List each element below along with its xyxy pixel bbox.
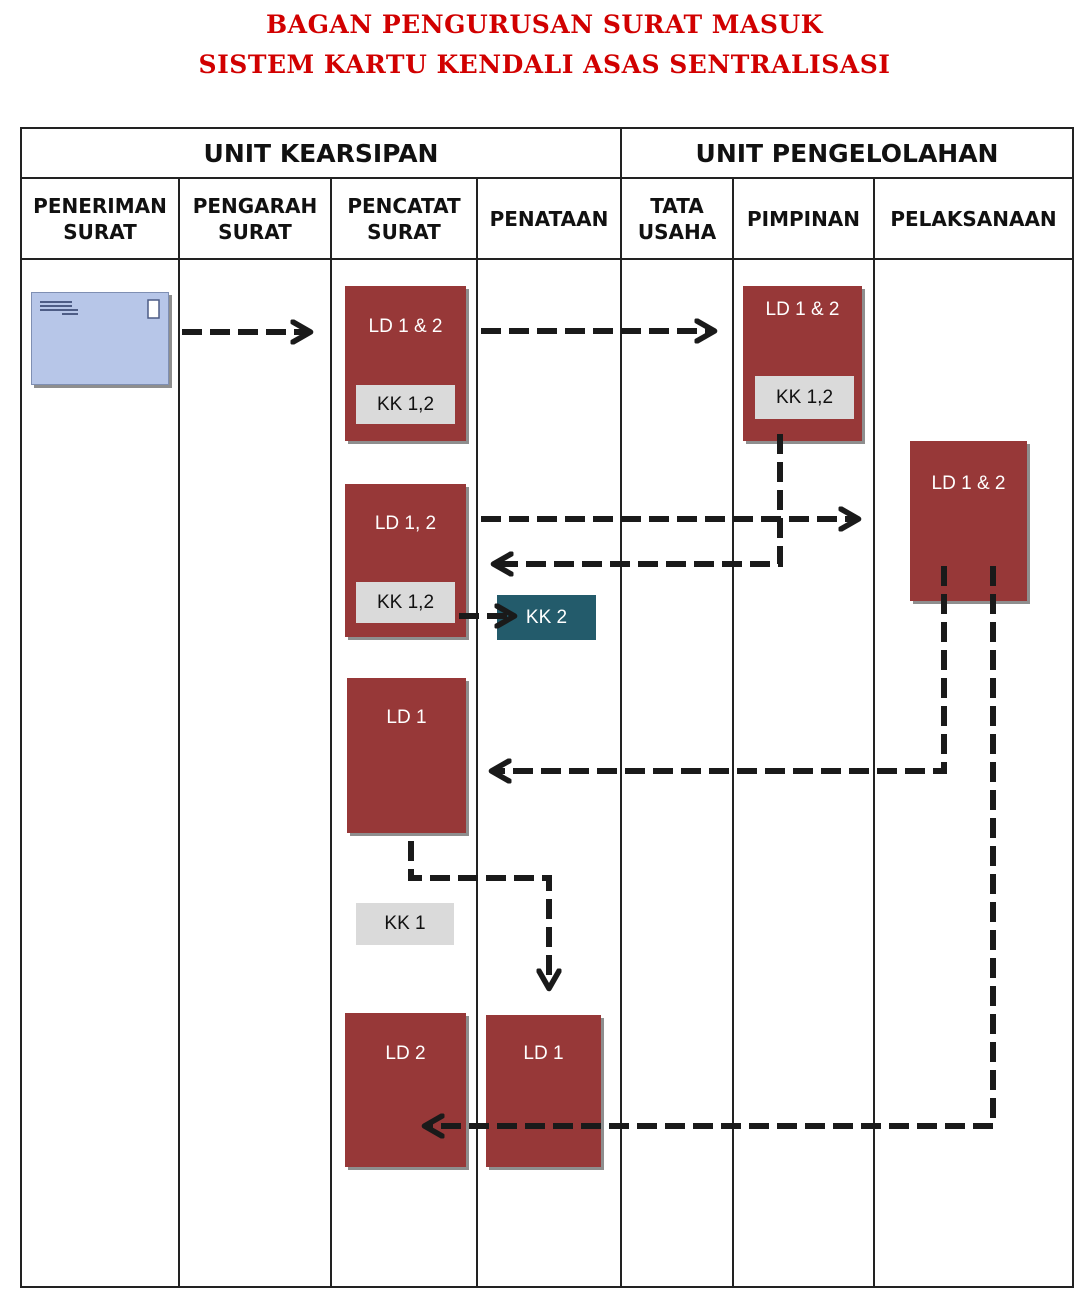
column-tata-usaha-header: TATA USAHA [637,194,717,244]
table-border [20,127,1074,1288]
control-card-kk-1-2-return: KK 1,2 [356,582,455,623]
document-ld-2-pencatat: LD 2 [345,1013,466,1167]
document-label: LD 1 & 2 [931,473,1006,494]
arrow-pelaksanaan-return-ld2 [427,566,996,1126]
document-ld-1-pencatat: LD 1 [347,678,466,833]
diagram-title-line-1: BAGAN PENGURUSAN SURAT MASUK [266,10,823,39]
arrow-pimpinan-to-pencatat [496,434,783,564]
diagram-title-line-2: SISTEM KARTU KENDALI ASAS SENTRALISASI [198,50,891,79]
document-label: LD 1 [523,1043,564,1064]
document-label: LD 2 [385,1043,426,1064]
envelope-icon [40,299,160,319]
column-penataan-header: PENATAAN [489,207,609,231]
incoming-letter-envelope [31,292,169,385]
document-label: LD 1, 2 [374,513,437,534]
column-pengarah-header: PENGARAH SURAT [192,194,318,244]
unit-pengelolahan-header: UNIT PENGELOLAHAN [695,138,999,168]
document-label: LD 1 & 2 [765,299,840,320]
column-penerimaan-header: PENERIMAN SURAT [33,194,167,244]
unit-kearsipan-header: UNIT KEARSIPAN [203,138,439,168]
column-pelaksanaan-header: PELAKSANAAN [890,207,1057,231]
document-ld-1-penataan: LD 1 [486,1015,601,1167]
column-pimpinan-header: PIMPINAN [746,207,861,231]
document-label: LD 1 & 2 [368,316,443,337]
control-card-kk-1-2-pimpinan: KK 1,2 [755,376,854,419]
control-card-kk-1: KK 1 [356,903,454,945]
document-ld-1-2-pelaksanaan: LD 1 & 2 [910,441,1027,601]
control-card-kk-1-2: KK 1,2 [356,385,455,424]
arrow-pelaksanaan-return-ld1 [494,566,947,771]
document-label: LD 1 [386,707,427,728]
column-pencatat-header: PENCATAT SURAT [347,194,461,244]
arrow-ld1-to-penataan [408,841,549,986]
